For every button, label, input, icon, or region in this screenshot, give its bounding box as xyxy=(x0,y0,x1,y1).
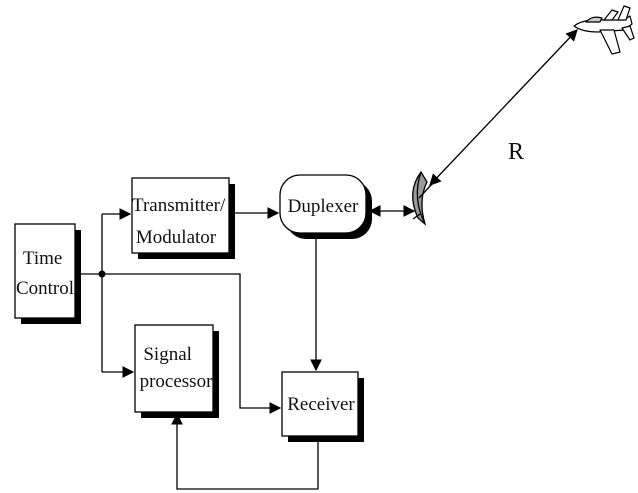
transmitter-modulator-label: Transmitter/ Modulator xyxy=(132,195,230,248)
signal-connections xyxy=(75,29,578,490)
radar-dish-icon xyxy=(412,170,433,226)
receiver-to-processor-arrow xyxy=(171,412,319,490)
duplexer-block: Duplexer xyxy=(279,174,372,239)
time-control-block: Time Control xyxy=(14,223,81,324)
receiver-label: Receiver xyxy=(287,394,355,415)
to-receiver-timing-arrow xyxy=(102,273,282,414)
receiver-block: Receiver xyxy=(281,371,364,442)
aircraft-icon xyxy=(573,5,635,55)
range-label: R xyxy=(508,139,524,165)
junction-dot xyxy=(98,270,106,278)
signal-processor-block: Signal processor xyxy=(134,324,219,418)
range-arrow xyxy=(429,29,578,186)
signal-processor-label: Signal processor xyxy=(140,344,213,392)
time-control-label: Time Control xyxy=(16,248,74,299)
transmitter-modulator-block: Transmitter/ Modulator xyxy=(131,177,235,259)
duplexer-label: Duplexer xyxy=(288,196,359,217)
